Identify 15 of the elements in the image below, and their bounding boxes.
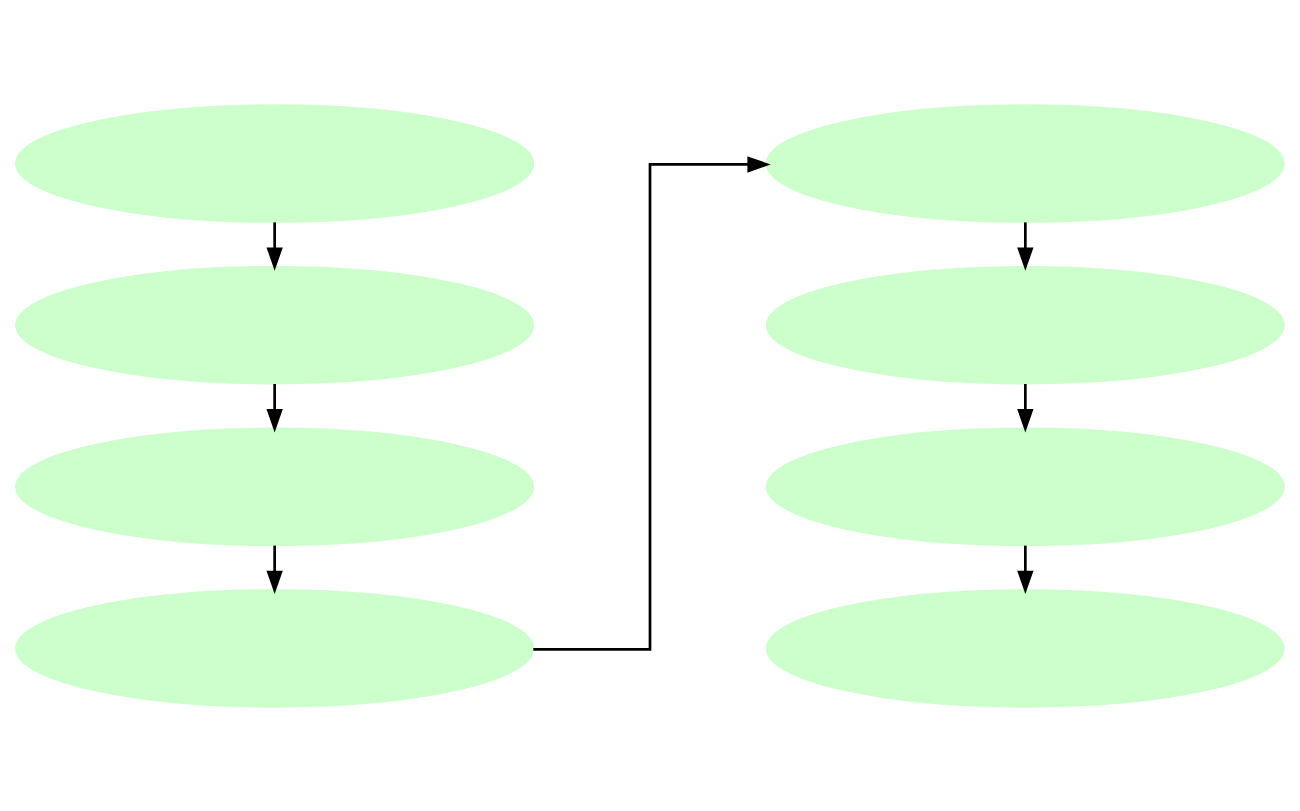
arrow	[1017, 383, 1034, 432]
node-ellipse	[765, 265, 1285, 384]
arrow	[1017, 545, 1034, 594]
node-ellipse	[15, 427, 535, 546]
arrow	[533, 155, 771, 651]
node-ellipse	[765, 588, 1285, 708]
node-ellipse	[765, 427, 1285, 546]
node-ellipse	[15, 265, 535, 384]
arrow	[266, 383, 283, 432]
node-ellipse	[15, 103, 535, 223]
node-ellipse	[765, 103, 1285, 223]
arrow	[1017, 221, 1034, 271]
arrow	[266, 221, 283, 271]
node-ellipse	[15, 588, 535, 708]
arrow	[266, 545, 283, 594]
